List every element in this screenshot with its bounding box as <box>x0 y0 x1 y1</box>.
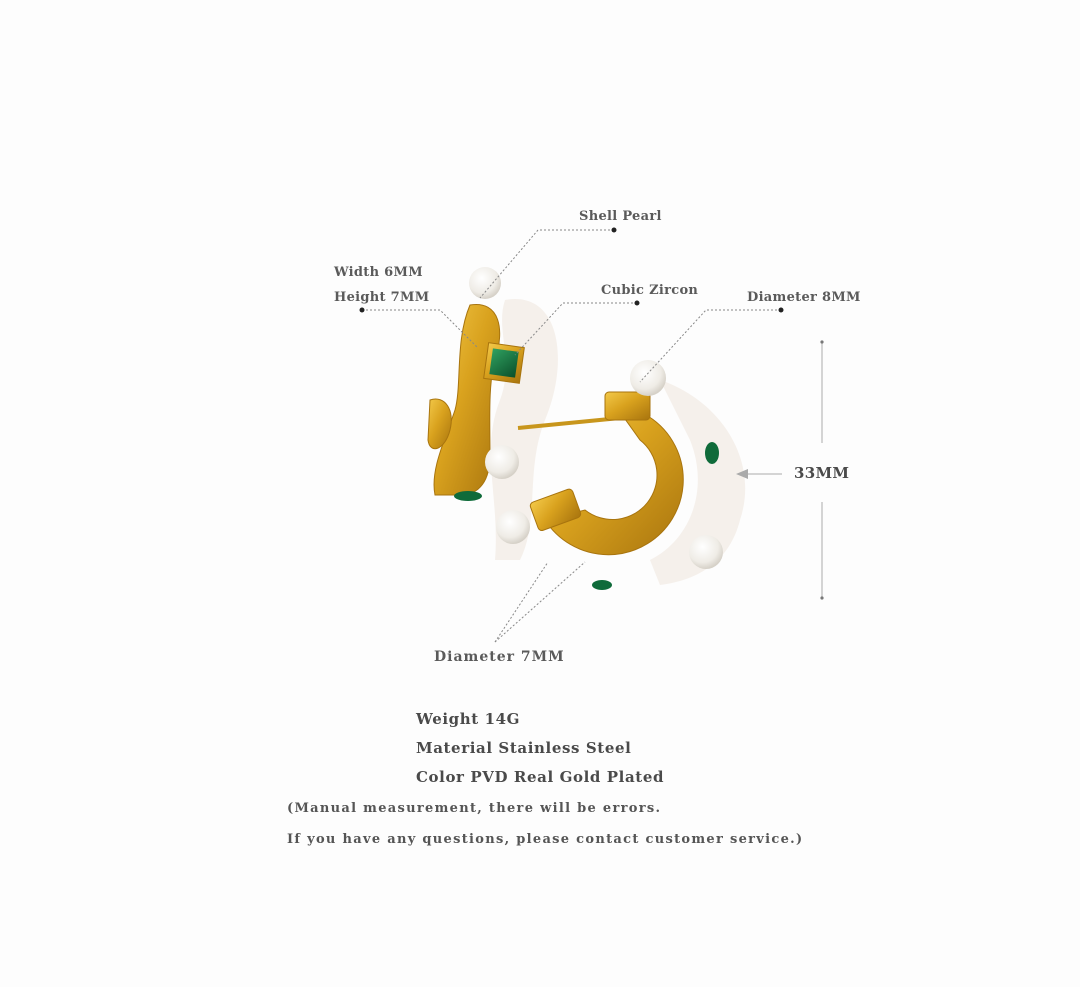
label-cubic-zircon: Cubic Zircon <box>601 283 699 298</box>
label-diameter-7mm: Diameter 7MM <box>434 649 565 665</box>
right-earring <box>496 360 723 590</box>
label-width: Width 6MM <box>334 265 423 280</box>
spec-weight: Weight 14G <box>416 710 521 728</box>
label-total-height: 33MM <box>794 464 850 482</box>
arrow-icon <box>736 469 748 479</box>
label-diameter-8mm: Diameter 8MM <box>747 290 861 305</box>
label-shell-pearl: Shell Pearl <box>579 209 662 224</box>
spec-color: Color PVD Real Gold Plated <box>416 768 665 786</box>
note-line-2: If you have any questions, please contac… <box>287 832 804 847</box>
note-line-1: (Manual measurement, there will be error… <box>287 801 662 816</box>
label-height: Height 7MM <box>334 290 430 305</box>
left-earring <box>427 267 525 501</box>
annotation-leader-lines <box>362 229 781 643</box>
annotation-dots <box>359 227 784 313</box>
spec-material: Material Stainless Steel <box>416 739 632 757</box>
